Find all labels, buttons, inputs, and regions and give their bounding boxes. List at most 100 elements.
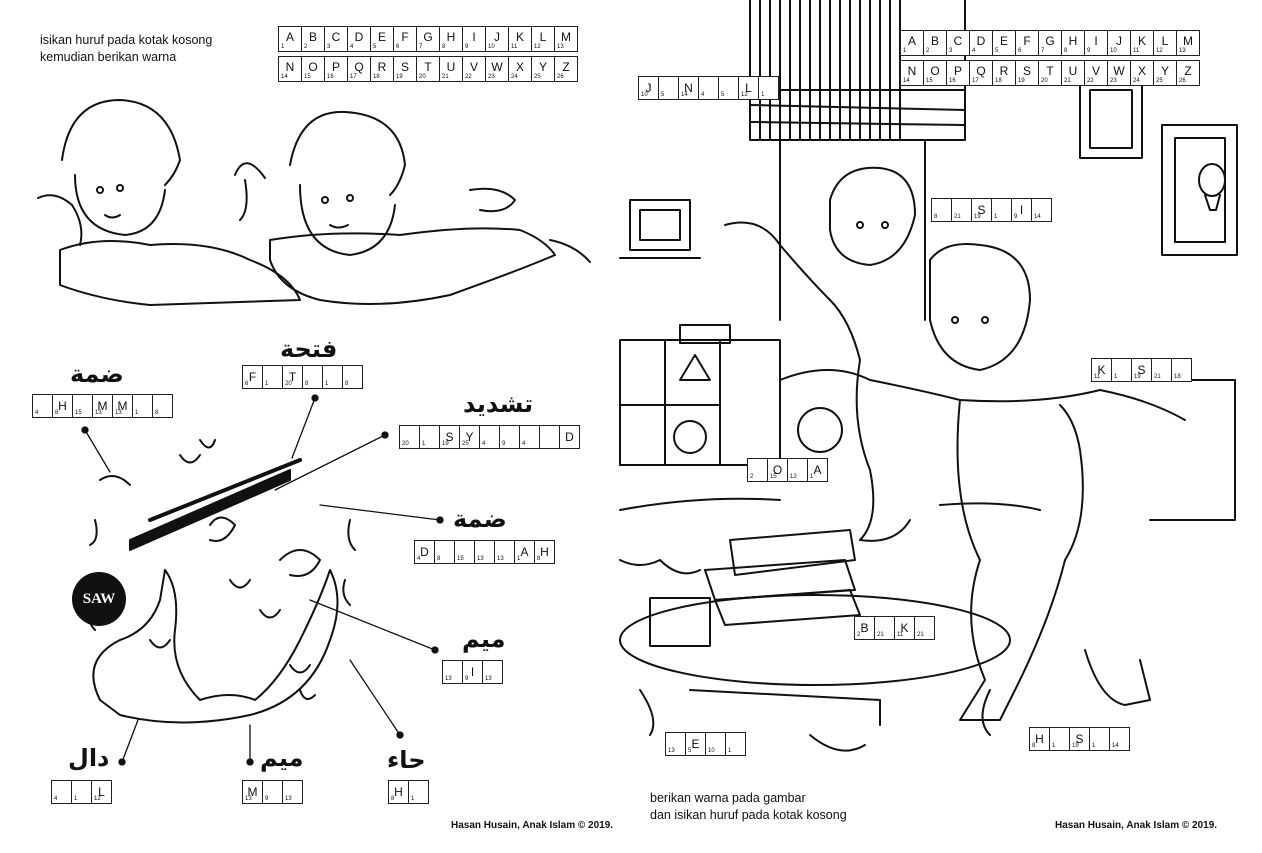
letter-box[interactable]: 1 (1049, 727, 1070, 751)
letter-box[interactable]: 8 (152, 394, 173, 418)
letter-box[interactable]: 10 (705, 732, 726, 756)
letter-box[interactable]: 14 (1109, 727, 1130, 751)
letter-box[interactable]: 5 (718, 76, 739, 100)
letter-box[interactable]: 8 (302, 365, 323, 389)
letter-box[interactable]: 9 (499, 425, 520, 449)
letter-box[interactable]: 4 (698, 76, 719, 100)
letter-box[interactable]: 8 (434, 540, 455, 564)
letter-box[interactable]: 13 (482, 660, 503, 684)
letter-box[interactable]: 2 (747, 458, 768, 482)
letter-box[interactable]: 4 (32, 394, 53, 418)
letter-box[interactable] (539, 425, 560, 449)
letter-box[interactable]: 8 (342, 365, 363, 389)
letter-box[interactable]: 1 (1111, 358, 1132, 382)
letter-box[interactable]: 4 (519, 425, 540, 449)
letter-box[interactable]: 8 (931, 198, 952, 222)
letter-box[interactable]: 13 (442, 660, 463, 684)
letter-box[interactable]: 13 (282, 780, 303, 804)
letter-box[interactable]: 20 (399, 425, 420, 449)
letter-box[interactable]: 21 (1151, 358, 1172, 382)
letter-box[interactable]: 13 (665, 732, 686, 756)
letter-box[interactable]: 18 (1171, 358, 1192, 382)
letter-box[interactable]: 21 (951, 198, 972, 222)
letter-box[interactable]: 1 (71, 780, 92, 804)
letter-box[interactable]: 13 (474, 540, 495, 564)
letter-box[interactable]: 5 (658, 76, 679, 100)
letter-box[interactable]: 1 (991, 198, 1012, 222)
letter-box[interactable]: 4 (51, 780, 72, 804)
letter-box[interactable]: 15 (454, 540, 475, 564)
letter-box[interactable]: D (559, 425, 580, 449)
letter-box[interactable]: 1 (758, 76, 779, 100)
letter-box[interactable]: 9 (262, 780, 283, 804)
letter-box[interactable]: 1 (322, 365, 343, 389)
letter-box[interactable]: 4 (479, 425, 500, 449)
letter-box[interactable]: 12 (787, 458, 808, 482)
letter-box[interactable]: 1 (262, 365, 283, 389)
letter-box[interactable]: 14 (1031, 198, 1052, 222)
letter-box[interactable]: 21 (914, 616, 935, 640)
letter-box[interactable]: 1 (408, 780, 429, 804)
letter-box[interactable]: 1 (1089, 727, 1110, 751)
letter-box[interactable]: 1 (419, 425, 440, 449)
letter-box[interactable]: 21 (874, 616, 895, 640)
letter-box[interactable]: 15 (72, 394, 93, 418)
letter-box[interactable]: 13 (494, 540, 515, 564)
letter-box[interactable]: 1 (725, 732, 746, 756)
letter-box[interactable]: 1 (132, 394, 153, 418)
boys-lying-illustration (37, 99, 591, 306)
